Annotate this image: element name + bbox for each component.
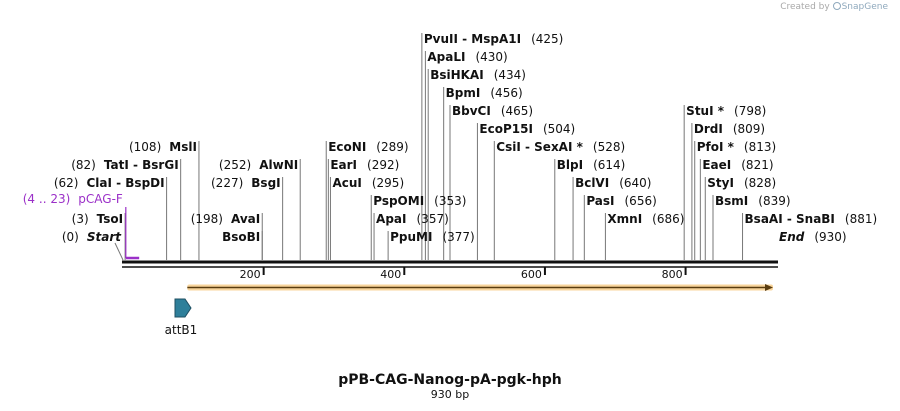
site-label-pfoi[interactable]: PfoI *(813) — [697, 140, 776, 154]
site-label-bclvi[interactable]: BclVI(640) — [575, 176, 651, 190]
site-label-tsoi[interactable]: (3)TsoI — [72, 212, 123, 226]
tick-label-600: 600 — [521, 268, 542, 281]
site-label-apali[interactable]: ApaLI(430) — [427, 50, 507, 64]
site-label-ppumi[interactable]: PpuMI(377) — [390, 230, 475, 244]
site-label-csii-sexai[interactable]: CsiI - SexAI *(528) — [496, 140, 625, 154]
feature-attb1[interactable]: attB1 — [165, 298, 198, 337]
site-label-econi[interactable]: EcoNI(289) — [328, 140, 408, 154]
primer-pcag-f[interactable]: (4 .. 23)pCAG-F — [23, 192, 140, 260]
site-label-eaei[interactable]: EaeI(821) — [702, 158, 773, 172]
site-label-bsgi[interactable]: (227)BsgI — [211, 176, 281, 190]
ruler-ticks: 200 400 600 800 — [240, 267, 687, 281]
site-label-bsmi[interactable]: BsmI(839) — [715, 194, 791, 208]
site-label-bbvci[interactable]: BbvCI(465) — [452, 104, 533, 118]
site-label-blpi[interactable]: BlpI(614) — [557, 158, 626, 172]
snapgene-credit: Created by SnapGene — [780, 2, 888, 12]
map-title: pPB-CAG-Nanog-pA-pgk-hph — [338, 372, 562, 388]
attb1-arrow[interactable] — [174, 298, 192, 318]
orf-arrowhead — [765, 284, 773, 291]
site-label-xmni[interactable]: XmnI(686) — [607, 212, 684, 226]
site-label-avai[interactable]: (198)AvaI — [191, 212, 261, 226]
site-label-end[interactable]: End(930) — [779, 230, 847, 244]
tick-label-800: 800 — [662, 268, 683, 281]
site-label-clai-bspdi[interactable]: (62)ClaI - BspDI — [54, 176, 165, 190]
site-label-tati-bsrgi[interactable]: (82)TatI - BsrGI — [71, 158, 178, 172]
site-label-styi[interactable]: StyI(828) — [707, 176, 776, 190]
site-label-apai[interactable]: ApaI(357) — [376, 212, 449, 226]
sequence-map: 200 400 600 800 (4 .. 23)pCAG-F attB1 (0)St… — [23, 32, 877, 337]
site-label-start[interactable]: (0)Start — [62, 230, 122, 244]
site-label-ecop15i[interactable]: EcoP15I(504) — [479, 122, 575, 136]
site-line-start — [114, 242, 124, 261]
site-label-bsaai-snabi[interactable]: BsaAI - SnaBI(881) — [745, 212, 878, 226]
site-labels: (0)Start (3)TsoI (62)ClaI - BspDI (82)TatI … — [54, 32, 877, 244]
site-label-msli[interactable]: (108)MslI — [129, 140, 197, 154]
orf-arrow[interactable] — [187, 284, 774, 291]
snapgene-logo-icon — [832, 2, 841, 10]
site-lines — [114, 33, 744, 261]
site-label-bsobi[interactable]: BsoBI — [222, 230, 260, 244]
tick-label-200: 200 — [240, 268, 261, 281]
site-label-stui[interactable]: StuI *(798) — [686, 104, 766, 118]
site-label-eari[interactable]: EarI(292) — [330, 158, 399, 172]
site-label-bpmi[interactable]: BpmI(456) — [446, 86, 523, 100]
attb1-label: attB1 — [165, 323, 198, 337]
site-label-drdi[interactable]: DrdI(809) — [694, 122, 765, 136]
credit-prefix: Created by — [780, 2, 830, 12]
site-label-bsihkai[interactable]: BsiHKAI(434) — [430, 68, 526, 82]
tick-label-400: 400 — [380, 268, 401, 281]
credit-brand: SnapGene — [841, 2, 888, 12]
primer-label[interactable]: (4 .. 23)pCAG-F — [23, 192, 123, 206]
site-label-pasi[interactable]: PasI(656) — [586, 194, 656, 208]
map-length: 930 bp — [430, 388, 470, 401]
site-label-alwni[interactable]: (252)AlwNI — [219, 158, 298, 172]
site-label-pvuii-mspa1i[interactable]: PvuII - MspA1I(425) — [424, 32, 563, 46]
site-label-pspomi[interactable]: PspOMI(353) — [373, 194, 466, 208]
site-label-acui[interactable]: AcuI(295) — [332, 176, 404, 190]
